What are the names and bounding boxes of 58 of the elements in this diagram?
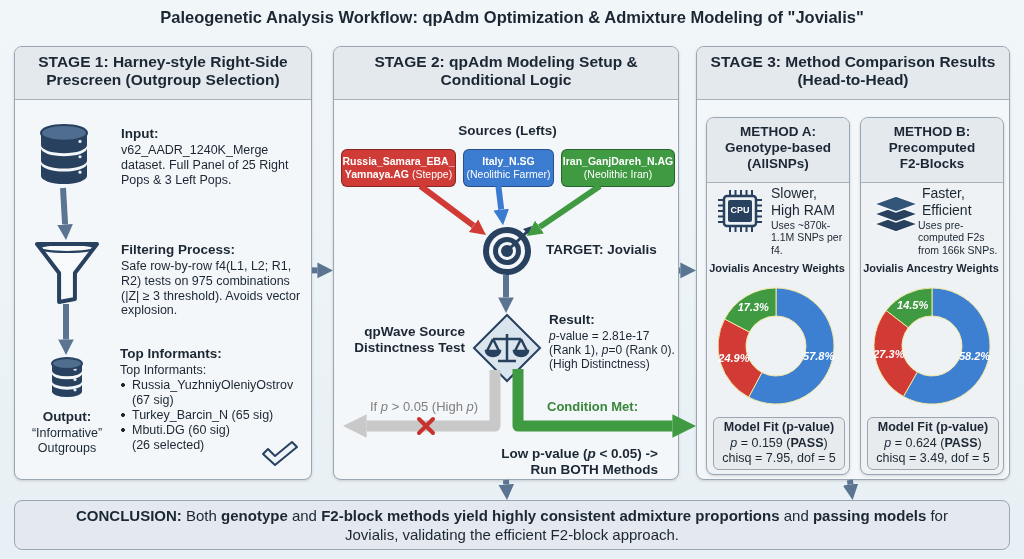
arrow xyxy=(343,370,501,438)
method-note: Faster, Efficient xyxy=(922,185,973,219)
result-heading: Result: xyxy=(549,312,596,328)
method-detail: Uses ~870k-1.1M SNPs per f4. xyxy=(771,219,844,257)
panel-heading: STAGE 2: qpAdm Modeling Setup & Conditional Logic xyxy=(373,53,639,90)
source-label: Iran_GanjDareh_N.AG (Neolithic Iran) xyxy=(562,154,674,182)
chip-label: CPU xyxy=(729,205,751,216)
result-box xyxy=(867,417,999,470)
step-heading: Filtering Process: xyxy=(121,242,237,258)
panel-heading: METHOD B: Precomputed F2-Blocks xyxy=(887,124,977,172)
panel-heading: METHOD A: Genotype-based (AllSNPs) xyxy=(724,124,832,172)
output-description: “Informative” Outgroups xyxy=(30,426,104,456)
list-heading: Top Informants: xyxy=(120,346,223,362)
arrow xyxy=(842,479,859,500)
arrow xyxy=(493,185,509,226)
arrow xyxy=(418,183,486,235)
edge-label: If p > 0.05 (High p) xyxy=(368,399,481,415)
diagram-title: Paleogenetic Analysis Workflow: qpAdm Optimization & Admixture Modeling of "Jovialis" xyxy=(159,8,865,28)
result-text: p-value = 2.81e-17 (Rank 1), p=0 (Rank 0). (High Distinctness) xyxy=(549,329,676,372)
data-label: 17.3% xyxy=(736,301,770,315)
method-note: Slower, High RAM xyxy=(771,185,836,219)
list-subheading: Top Informants: xyxy=(120,363,208,378)
data-label: 14.5% xyxy=(896,299,930,313)
result-heading: Model Fit (p-value) xyxy=(877,420,989,436)
result-box xyxy=(713,417,845,470)
target-label: TARGET: Jovialis xyxy=(546,242,658,258)
statistic-text: chisq = 3.49, dof = 5 xyxy=(876,451,990,467)
arrow xyxy=(58,304,74,355)
source-label: Russia_Samara_EBA_ Yamnaya.AG (Steppe) xyxy=(342,154,455,182)
arrow xyxy=(498,479,514,500)
stage-panel xyxy=(333,46,679,480)
test-label: qpWave Source Distinctness Test xyxy=(353,324,465,356)
output-heading: Output: xyxy=(41,409,93,425)
conclusion-banner xyxy=(14,500,1010,550)
source-label: Italy_N.SG (Neolithic Farmer) xyxy=(465,154,552,182)
conclusion-text: CONCLUSION: Both genotype and F2-block methods yield highly consistent admixture proportions and passing models for Jovialis, validating the efficient F2-block approach. xyxy=(75,505,949,545)
input-heading: Input: xyxy=(121,126,160,142)
arrow xyxy=(498,275,514,313)
arrow xyxy=(57,187,73,240)
stage-panel xyxy=(14,46,312,480)
statistic-text: chisq = 7.95, dof = 5 xyxy=(722,451,836,467)
list-note: (26 selected) xyxy=(132,438,206,453)
panel-heading: STAGE 1: Harney-style Right-Side Prescreen (Outgroup Selection) xyxy=(37,53,289,90)
arrow xyxy=(512,369,696,438)
section-heading: Sources (Lefts) xyxy=(457,123,558,139)
chart-title: Jovialis Ancestry Weights xyxy=(862,262,1000,275)
method-detail: Uses pre-computed F2s from 166k SNPs. xyxy=(918,219,999,257)
step-description: Safe row-by-row f4(L1, L2; R1, R2) tests on 975 combinations (|Z| ≥ 3 threshold). Avoids vector explosion. xyxy=(121,259,302,318)
chart-title: Jovialis Ancestry Weights xyxy=(708,262,846,275)
arrow xyxy=(312,262,333,279)
decision-note: Low p-value (p < 0.05) -> Run BOTH Methods xyxy=(500,446,658,478)
p-value-text: p = 0.159 (PASS) xyxy=(730,435,828,452)
arrow xyxy=(526,183,602,236)
arrow xyxy=(679,262,696,279)
p-value-text: p = 0.624 (PASS) xyxy=(884,435,982,452)
input-description: v62_AADR_1240K_Merge dataset. Full Panel of 25 Right Pops & 3 Left Pops. xyxy=(121,143,289,188)
panel-heading: STAGE 3: Method Comparison Results (Head-to-Head) xyxy=(709,53,997,90)
result-heading: Model Fit (p-value) xyxy=(723,420,835,436)
